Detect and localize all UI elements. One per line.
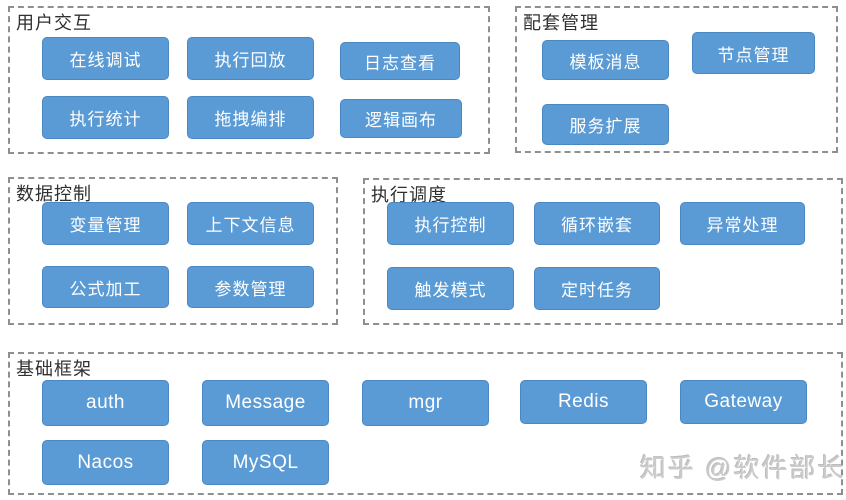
node-gateway: Gateway <box>680 380 807 424</box>
group-label-data-control: 数据控制 <box>16 184 92 204</box>
group-nodes-data-control: 变量管理上下文信息公式加工参数管理 <box>10 179 336 323</box>
node-logic-canvas: 逻辑画布 <box>340 99 462 138</box>
node-redis: Redis <box>520 380 647 424</box>
group-data-control: 数据控制 变量管理上下文信息公式加工参数管理 <box>8 177 338 325</box>
node-context-info: 上下文信息 <box>187 202 314 245</box>
node-service-extension: 服务扩展 <box>542 104 669 145</box>
group-label-supporting-management: 配套管理 <box>523 13 599 33</box>
node-exec-stats: 执行统计 <box>42 96 169 139</box>
node-formula-processing: 公式加工 <box>42 266 169 308</box>
node-exception-handling: 异常处理 <box>680 202 805 245</box>
node-nacos: Nacos <box>42 440 169 485</box>
node-mysql: MySQL <box>202 440 329 485</box>
node-message: Message <box>202 380 329 426</box>
node-exec-control: 执行控制 <box>387 202 514 245</box>
group-nodes-supporting-management: 模板消息节点管理服务扩展 <box>517 8 836 151</box>
node-trigger-mode: 触发模式 <box>387 267 514 310</box>
node-template-message: 模板消息 <box>542 40 669 80</box>
node-mgr: mgr <box>362 380 489 426</box>
node-scheduled-task: 定时任务 <box>534 267 660 310</box>
group-user-interaction: 用户交互 在线调试执行回放日志查看执行统计拖拽编排逻辑画布 <box>8 6 490 154</box>
node-log-view: 日志查看 <box>340 42 460 80</box>
group-supporting-management: 配套管理 模板消息节点管理服务扩展 <box>515 6 838 153</box>
watermark: 知乎 @软件部长 <box>640 453 846 483</box>
node-drag-orchestration: 拖拽编排 <box>187 96 314 139</box>
node-node-management: 节点管理 <box>692 32 815 74</box>
node-exec-replay: 执行回放 <box>187 37 314 80</box>
group-label-execution-scheduling: 执行调度 <box>371 185 447 205</box>
node-online-debug: 在线调试 <box>42 37 169 80</box>
group-label-base-framework: 基础框架 <box>16 359 92 379</box>
node-parameter-management: 参数管理 <box>187 266 314 308</box>
node-variable-management: 变量管理 <box>42 202 169 245</box>
group-execution-scheduling: 执行调度 执行控制循环嵌套异常处理触发模式定时任务 <box>363 178 843 325</box>
group-label-user-interaction: 用户交互 <box>16 13 92 33</box>
node-auth: auth <box>42 380 169 426</box>
node-loop-nesting: 循环嵌套 <box>534 202 660 245</box>
group-nodes-execution-scheduling: 执行控制循环嵌套异常处理触发模式定时任务 <box>365 180 841 323</box>
group-nodes-user-interaction: 在线调试执行回放日志查看执行统计拖拽编排逻辑画布 <box>10 8 488 152</box>
